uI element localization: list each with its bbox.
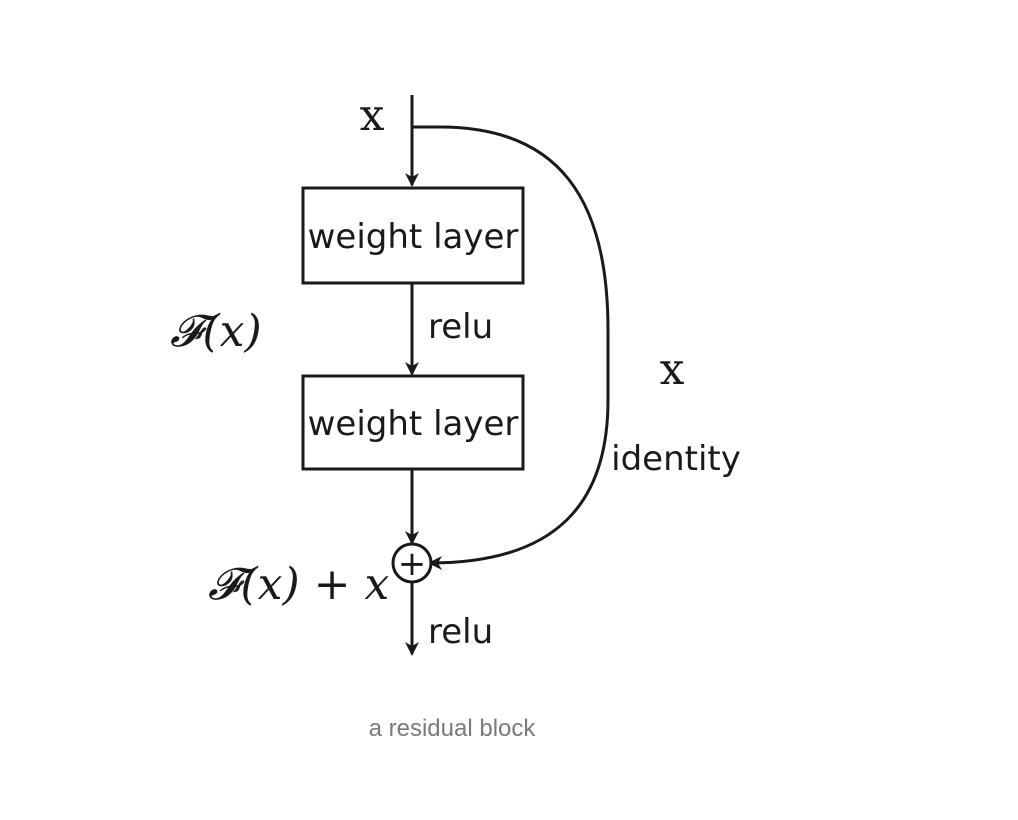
caption: a residual block — [369, 715, 537, 742]
relu-out-label: relu — [428, 612, 493, 652]
weight-layer-label-bottom: weight layer — [308, 404, 519, 444]
identity-skip-connection — [412, 125, 610, 570]
identity-x-label: x — [660, 344, 685, 395]
fx-label: 𝓕(x) — [170, 306, 262, 357]
identity-label: identity — [611, 439, 741, 479]
fx-plus-x-label: 𝓕(x) + x — [208, 559, 389, 610]
weight-layer-box-top — [301, 186, 525, 285]
relu-mid-label: relu — [428, 307, 493, 347]
weight-layer-box-bottom — [301, 374, 525, 471]
weight-layer-label-top: weight layer — [308, 217, 519, 257]
plus-symbol: + — [398, 544, 427, 584]
input-x-label: x — [360, 90, 385, 141]
sum-node — [391, 542, 433, 584]
